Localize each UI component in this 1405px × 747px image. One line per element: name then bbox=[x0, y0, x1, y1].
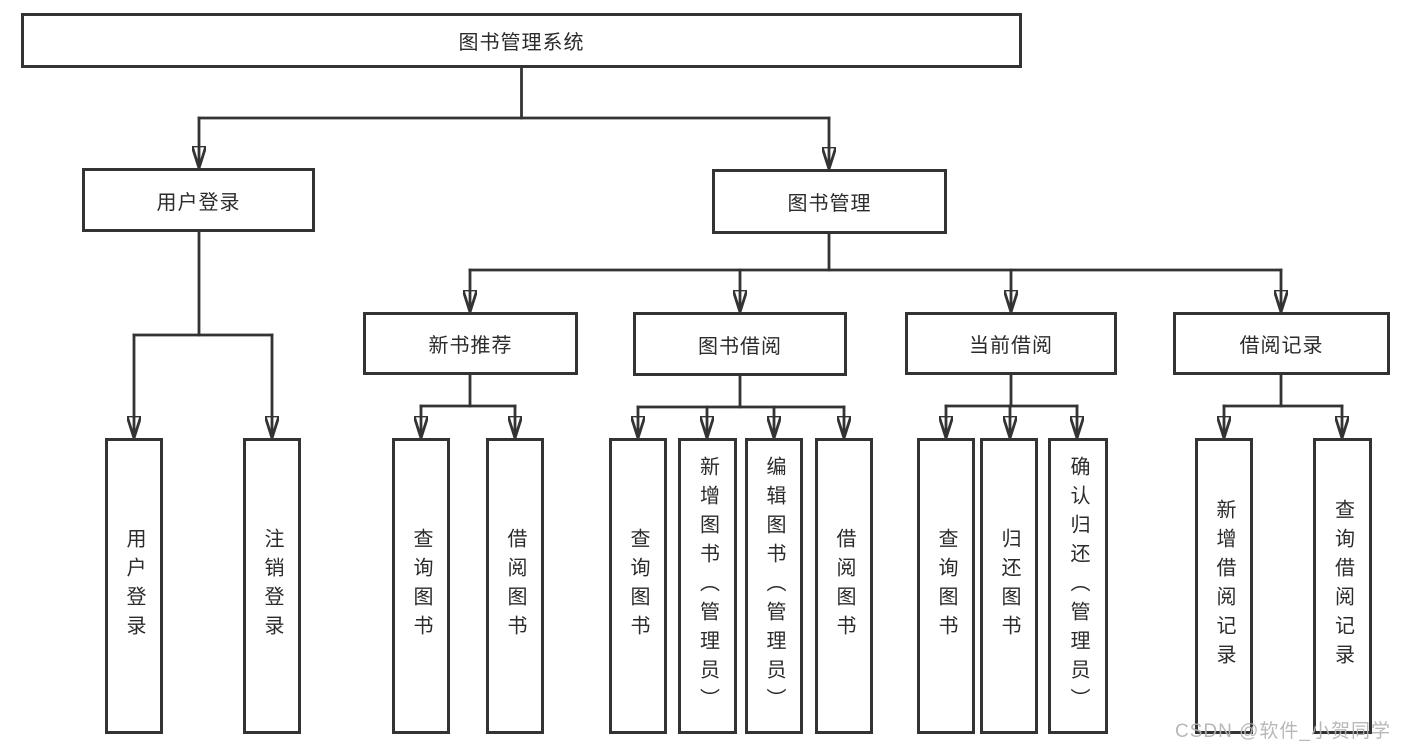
leaf-label: 注销登录 bbox=[261, 528, 283, 644]
leaf-label: 查询图书 bbox=[935, 528, 957, 644]
leaf-label: 编辑图书（管理员） bbox=[763, 455, 785, 717]
leaf-label: 借阅图书 bbox=[833, 528, 855, 644]
leaf-label: 用户登录 bbox=[123, 528, 145, 644]
node-leaf-br-add-record: 新增借阅记录 bbox=[1195, 438, 1253, 734]
node-leaf-cb-return-books: 归还图书 bbox=[980, 438, 1038, 734]
node-root: 图书管理系统 bbox=[21, 13, 1022, 68]
leaf-label: 确认归还（管理员） bbox=[1067, 455, 1089, 717]
node-leaf-bb-edit-books: 编辑图书（管理员） bbox=[745, 438, 803, 734]
node-user-login: 用户登录 bbox=[82, 168, 315, 232]
csdn-watermark: CSDN @软件_小贺同学 bbox=[1175, 721, 1391, 742]
node-leaf-br-query-record: 查询借阅记录 bbox=[1313, 438, 1372, 734]
node-leaf-bb-borrow-books: 借阅图书 bbox=[815, 438, 873, 734]
node-leaf-nbr-borrow-books: 借阅图书 bbox=[486, 438, 544, 734]
node-current-borrow: 当前借阅 bbox=[905, 312, 1117, 375]
node-leaf-nbr-query-books: 查询图书 bbox=[392, 438, 450, 734]
leaf-label: 查询借阅记录 bbox=[1331, 499, 1354, 673]
node-borrow-records: 借阅记录 bbox=[1173, 312, 1390, 375]
node-leaf-cb-confirm-return: 确认归还（管理员） bbox=[1048, 438, 1108, 734]
leaf-label: 借阅图书 bbox=[504, 528, 526, 644]
leaf-label: 查询图书 bbox=[410, 528, 432, 644]
node-leaf-logout: 注销登录 bbox=[243, 438, 301, 734]
leaf-label: 新增借阅记录 bbox=[1213, 499, 1235, 673]
leaf-label: 查询图书 bbox=[627, 528, 649, 644]
leaf-label: 归还图书 bbox=[998, 528, 1020, 644]
node-leaf-bb-query-books: 查询图书 bbox=[609, 438, 667, 734]
node-leaf-user-login: 用户登录 bbox=[105, 438, 163, 734]
leaf-label: 新增图书（管理员） bbox=[696, 455, 719, 717]
node-leaf-cb-query-books: 查询图书 bbox=[917, 438, 975, 734]
node-book-borrow: 图书借阅 bbox=[633, 312, 847, 376]
node-book-management: 图书管理 bbox=[712, 169, 947, 234]
node-new-book-recommend: 新书推荐 bbox=[363, 312, 578, 375]
node-leaf-bb-add-books: 新增图书（管理员） bbox=[678, 438, 737, 734]
